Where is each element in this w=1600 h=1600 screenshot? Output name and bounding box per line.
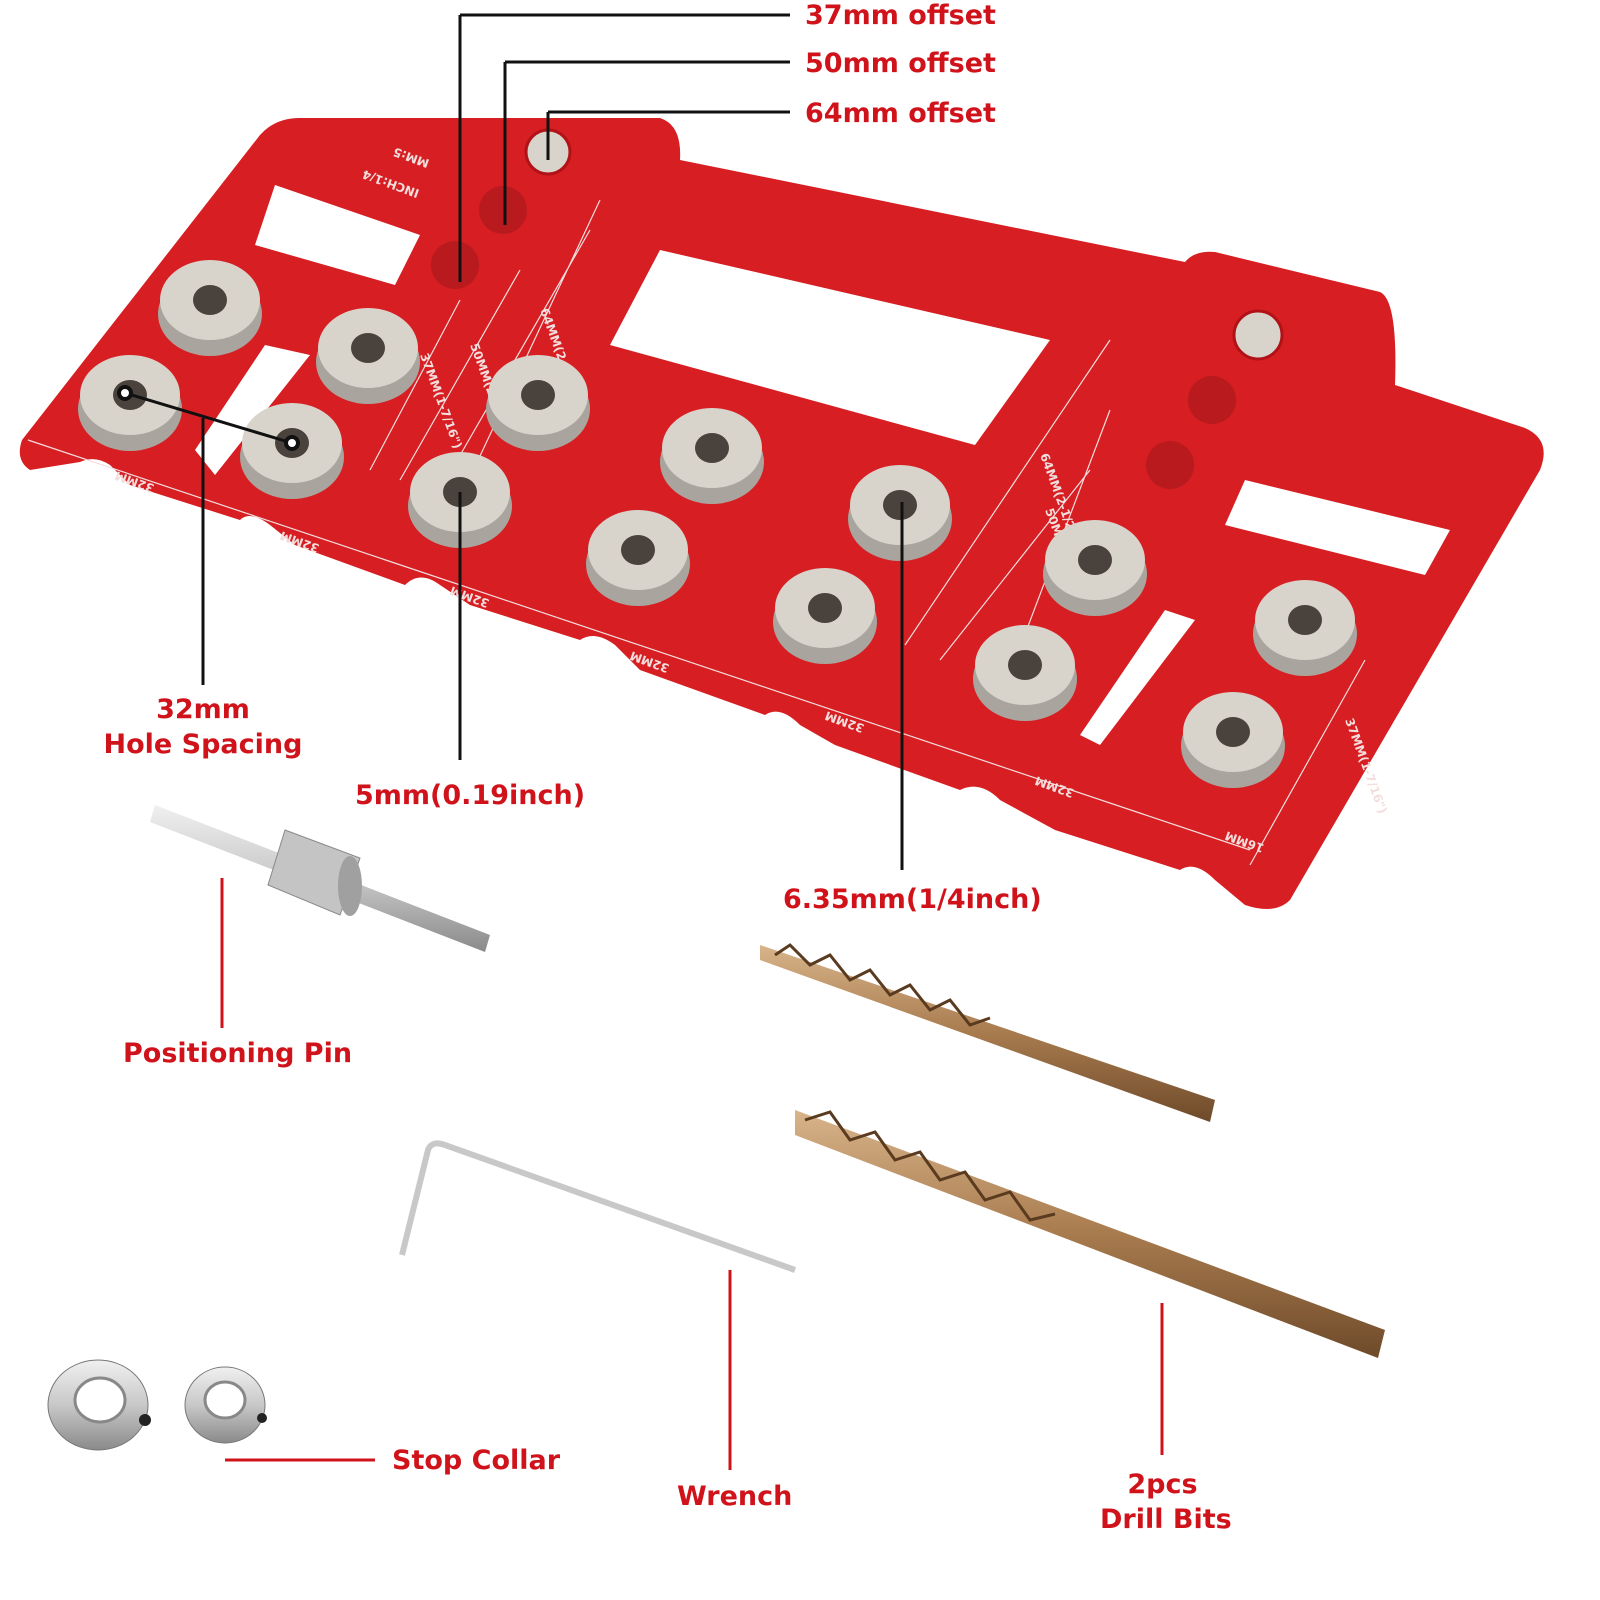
jig-slot xyxy=(1225,480,1450,575)
label-wrench: Wrench xyxy=(677,1481,793,1512)
guide-pin xyxy=(1232,309,1284,361)
label-hole-spacing-text: Hole Spacing xyxy=(103,729,303,761)
jig-slot xyxy=(195,345,310,475)
bushing xyxy=(78,355,182,451)
bushing xyxy=(773,568,877,664)
jig-slot xyxy=(255,185,420,285)
bushing xyxy=(586,510,690,606)
label-drill-bits-count: 2pcs xyxy=(1127,1469,1198,1500)
label-37mm-offset: 37mm offset xyxy=(805,0,996,31)
positioning-pin xyxy=(150,805,490,952)
threaded-hole xyxy=(1146,441,1194,489)
red-leader-lines xyxy=(220,878,1164,1470)
bushing xyxy=(1181,692,1285,788)
hex-wrench xyxy=(399,1140,797,1273)
label-positioning-pin: Positioning Pin xyxy=(123,1038,353,1069)
bushing xyxy=(660,408,764,504)
jig-window xyxy=(610,250,1050,445)
threaded-hole xyxy=(479,186,527,234)
leader-lines xyxy=(124,13,904,870)
jig-slot xyxy=(1080,610,1195,745)
bushing xyxy=(1253,580,1357,676)
drill-bit-1 xyxy=(760,943,1215,1122)
label-64mm-offset: 64mm offset xyxy=(805,98,996,129)
label-hole-spacing: 32mm Hole Spacing xyxy=(100,692,306,762)
bushing xyxy=(848,465,952,561)
drill-bushings xyxy=(78,260,1357,788)
doweling-jig: INCH:1/4 MM:5 37MM(1-7/16") 50MM(2") 64M… xyxy=(19,118,1544,909)
label-drill-bits: 2pcs Drill Bits xyxy=(1100,1467,1232,1537)
threaded-hole xyxy=(1188,376,1236,424)
bushing xyxy=(316,308,420,404)
bushing xyxy=(1043,520,1147,616)
drill-bit-2 xyxy=(795,1110,1385,1358)
bushing xyxy=(973,625,1077,721)
threaded-holes xyxy=(431,128,1284,489)
bushing xyxy=(486,355,590,451)
label-hole-spacing-value: 32mm xyxy=(156,694,250,725)
label-50mm-offset: 50mm offset xyxy=(805,48,996,79)
label-stop-collar: Stop Collar xyxy=(392,1445,561,1476)
label-5mm-bushing: 5mm(0.19inch) xyxy=(355,780,586,811)
label-drill-bits-text: Drill Bits xyxy=(1100,1504,1232,1536)
bushing xyxy=(158,260,262,356)
stop-collars xyxy=(47,1359,267,1451)
label-635mm-bushing: 6.35mm(1/4inch) xyxy=(783,884,1042,915)
bushing xyxy=(408,452,512,548)
threaded-hole xyxy=(431,241,479,289)
